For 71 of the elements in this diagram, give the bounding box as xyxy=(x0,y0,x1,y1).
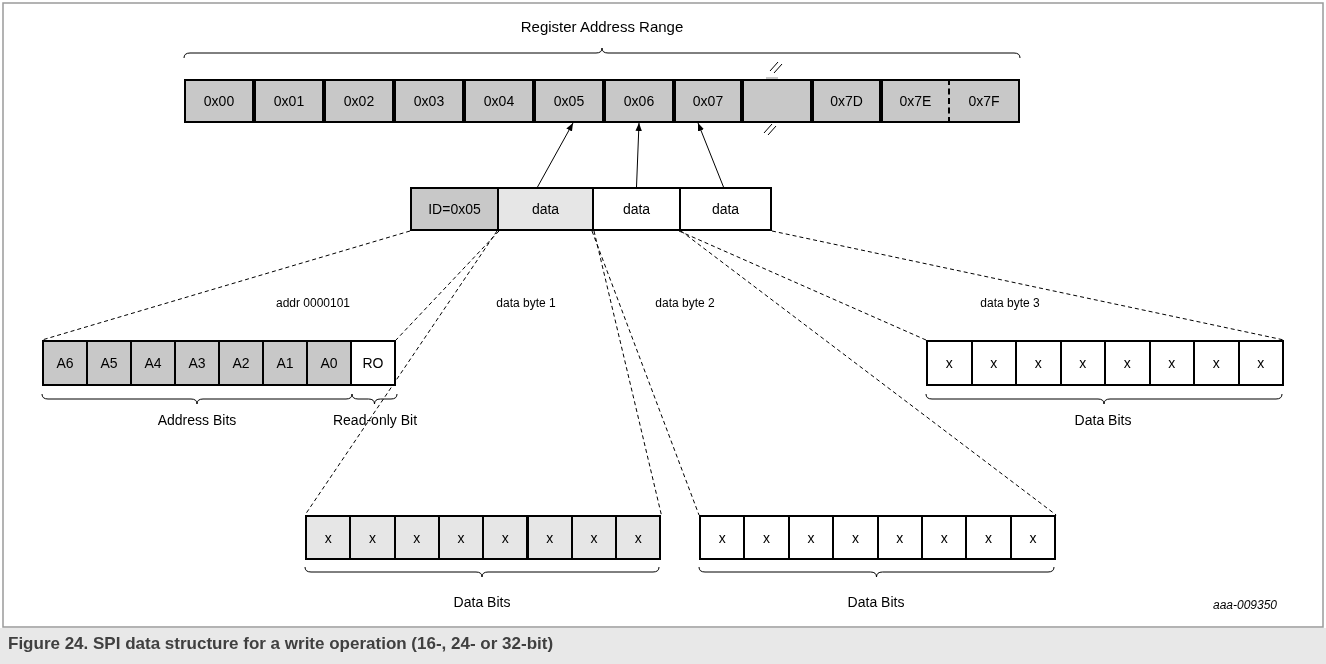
register-cell: 0x7D xyxy=(812,79,881,123)
bit-cell: x xyxy=(1059,340,1106,386)
register-cell: 0x07 xyxy=(674,79,742,123)
id-field: ID=0x05 xyxy=(410,187,499,231)
arrow xyxy=(635,122,642,188)
bracket-label: Data Bits xyxy=(847,594,905,610)
bit-cell: A1 xyxy=(262,340,308,386)
bit-cell: A6 xyxy=(42,340,88,386)
bit-cell: x xyxy=(482,515,529,560)
bit-cell: x xyxy=(1009,515,1057,560)
break-cell xyxy=(742,79,812,123)
expansion-line xyxy=(771,230,1285,341)
bit-cell: x xyxy=(921,515,968,560)
frame-field: data xyxy=(497,187,594,231)
field-label: data byte 3 xyxy=(980,296,1040,310)
bit-cell: A0 xyxy=(306,340,352,386)
bit-cell: x xyxy=(743,515,790,560)
figure-caption: Figure 24. SPI data structure for a write operation (16-, 24- or 32-bit) xyxy=(0,628,1326,664)
bit-cell: A4 xyxy=(130,340,176,386)
bit-cell: x xyxy=(876,515,923,560)
bit-cell: x xyxy=(1237,340,1284,386)
arrow xyxy=(697,122,724,188)
bit-cell: x xyxy=(1104,340,1151,386)
field-label: data byte 2 xyxy=(655,296,715,310)
expansion-line xyxy=(395,230,500,341)
expansion-line xyxy=(593,230,662,516)
bit-cell: x xyxy=(393,515,440,560)
bit-cell: x xyxy=(926,340,973,386)
bit-cell: x xyxy=(699,515,746,560)
bit-cell: x xyxy=(437,515,485,560)
bit-cell: A3 xyxy=(174,340,220,386)
bit-cell: x xyxy=(526,515,573,560)
register-cell: 0x00 xyxy=(184,79,254,123)
frame-field: data xyxy=(679,187,772,231)
register-cell: 0x06 xyxy=(604,79,674,123)
bracket-label: Read-only Bit xyxy=(333,412,417,428)
bit-cell: x xyxy=(970,340,1017,386)
bit-cell: x xyxy=(965,515,1012,560)
register-cell: 0x04 xyxy=(464,79,534,123)
bit-cell: x xyxy=(570,515,618,560)
diagram-title: Register Address Range xyxy=(520,18,684,35)
register-cell: 0x02 xyxy=(324,79,394,123)
expansion-line xyxy=(680,230,1057,516)
bit-cell: RO xyxy=(350,340,396,386)
register-cell: 0x7E xyxy=(881,79,950,123)
bit-cell: x xyxy=(832,515,879,560)
bit-cell: A2 xyxy=(218,340,264,386)
expansion-line xyxy=(591,230,700,516)
bit-cell: x xyxy=(305,515,352,560)
bracket-label: Data Bits xyxy=(453,594,511,610)
bit-cell: x xyxy=(1148,340,1195,386)
register-cell: 0x05 xyxy=(534,79,604,123)
expansion-line xyxy=(304,230,498,516)
bit-cell: A5 xyxy=(86,340,132,386)
frame-field: data xyxy=(592,187,681,231)
expansion-line xyxy=(678,230,927,341)
bit-cell: x xyxy=(1193,340,1240,386)
bracket-label: Data Bits xyxy=(1074,412,1132,428)
register-cell: 0x01 xyxy=(254,79,324,123)
bracket-label: Address Bits xyxy=(157,412,237,428)
figure-id: aaa-009350 xyxy=(1212,598,1278,612)
register-cell: 0x03 xyxy=(394,79,464,123)
expansion-line xyxy=(41,230,411,341)
field-label: addr 0000101 xyxy=(275,296,351,310)
bit-cell: x xyxy=(349,515,396,560)
field-label: data byte 1 xyxy=(496,296,556,310)
bit-cell: x xyxy=(615,515,662,560)
register-cell: 0x7F xyxy=(950,79,1020,123)
bit-cell: x xyxy=(787,515,835,560)
arrow xyxy=(537,122,574,188)
bit-cell: x xyxy=(1015,340,1062,386)
